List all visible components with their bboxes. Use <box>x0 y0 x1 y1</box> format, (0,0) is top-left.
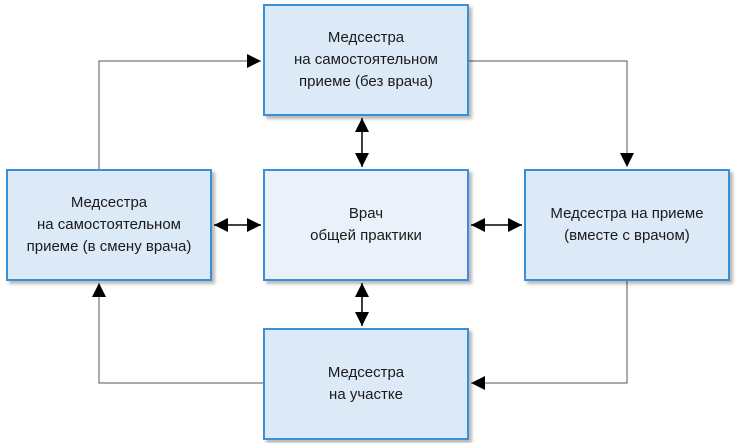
node-label: Врач общей практики <box>310 205 422 244</box>
node-label: Медсестра на самостоятельном приеме (без… <box>293 29 438 90</box>
node-nurse-district: Медсестра на участке <box>263 328 469 440</box>
edge-right-to-bottom <box>471 281 628 390</box>
node-nurse-independent-no-doctor: Медсестра на самостоятельном приеме (без… <box>263 4 469 116</box>
node-label: Медсестра на участке <box>327 364 405 403</box>
node-general-practitioner: Врач общей практики <box>263 169 469 281</box>
edge-left-to-top <box>98 54 261 169</box>
edge-top-to-right <box>469 60 634 167</box>
node-label: Медсестра на приеме (вместе с врачом) <box>550 205 704 244</box>
node-nurse-independent-doctor-shift: Медсестра на самостоятельном приеме (в с… <box>6 169 212 281</box>
edge-bottom-to-left <box>92 283 263 384</box>
node-label: Медсестра на самостоятельном приеме (в с… <box>26 194 192 255</box>
node-nurse-with-doctor: Медсестра на приеме (вместе с врачом) <box>524 169 730 281</box>
